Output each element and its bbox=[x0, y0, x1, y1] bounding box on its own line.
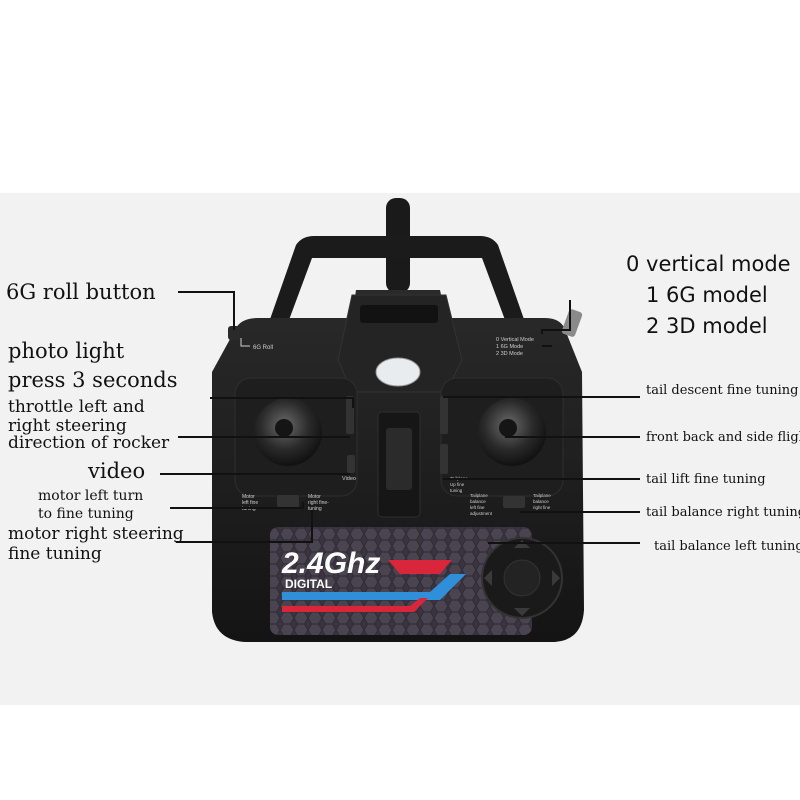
motor-left-tag-1: Motor bbox=[242, 494, 255, 500]
tail-lift-trim[interactable] bbox=[440, 444, 448, 474]
label-motor-right-2: fine tuning bbox=[8, 544, 102, 564]
label-photo-light-1: photo light bbox=[8, 339, 125, 363]
label-video: video bbox=[88, 459, 146, 483]
motor-right-tag-3: tuning bbox=[308, 506, 322, 512]
motor-left-trim[interactable] bbox=[277, 495, 299, 507]
label-mode-1: 1 6G model bbox=[646, 283, 768, 307]
tail-bal-right-tag-1: Tailplane bbox=[533, 493, 551, 498]
mode-tag-2: 2 3D Mode bbox=[496, 351, 523, 357]
panel-stripe-blue bbox=[282, 574, 466, 600]
label-tail-lift: tail lift fine tuning bbox=[646, 472, 766, 487]
label-throttle-3: direction of rocker bbox=[8, 433, 170, 453]
tail-balance-trim[interactable] bbox=[503, 496, 525, 508]
video-tag: Video bbox=[342, 476, 356, 482]
label-tail-balance-right: tail balance right tuning bbox=[646, 505, 800, 520]
label-mode-0: 0 vertical mode bbox=[626, 252, 791, 276]
leader-lines bbox=[160, 291, 640, 544]
motor-right-tag-1: Motor bbox=[308, 494, 321, 500]
roll-button[interactable] bbox=[228, 326, 240, 340]
d-pad-right-icon bbox=[552, 570, 560, 586]
label-roll-button: 6G roll button bbox=[6, 280, 156, 304]
mode-toggle-switch[interactable] bbox=[561, 308, 583, 337]
label-tail-descent: tail descent fine tuning bbox=[646, 383, 799, 398]
power-led bbox=[375, 357, 421, 387]
label-tail-balance-left: tail balance left tuning bbox=[654, 539, 800, 554]
panel-title: 2.4Ghz bbox=[281, 547, 380, 580]
motor-right-tag-2: right fine- bbox=[308, 500, 329, 506]
label-photo-light-2: press 3 seconds bbox=[8, 368, 178, 392]
tail-bal-left-tag-4: adjustment bbox=[470, 511, 493, 516]
d-pad-left-icon bbox=[484, 570, 492, 586]
label-motor-right-1: motor right steering bbox=[8, 524, 184, 544]
tail-bal-left-tag-2: balance bbox=[470, 499, 486, 504]
panel-sub: DIGITAL bbox=[285, 577, 332, 591]
motor-left-tag-2: left fine bbox=[242, 500, 258, 506]
label-front-back: front back and side flight bbox=[646, 430, 800, 445]
mode-tag-1: 1 6G Mode bbox=[496, 344, 523, 350]
tail-bal-left-tag-3: left fine bbox=[470, 505, 485, 510]
video-switch[interactable] bbox=[347, 455, 355, 473]
label-mode-2: 2 3D model bbox=[646, 314, 768, 338]
label-motor-left-1: motor left turn bbox=[38, 488, 144, 504]
center-switch[interactable] bbox=[386, 428, 412, 490]
tail-up-tag-3: tuning bbox=[450, 488, 463, 493]
mode-tag-0: 0 Vertical Mode bbox=[496, 337, 534, 343]
top-slot bbox=[360, 305, 438, 323]
panel-stripe-red-low bbox=[282, 598, 428, 612]
carry-handle bbox=[268, 236, 526, 328]
tail-descent-trim[interactable] bbox=[440, 396, 448, 434]
label-throttle-1: throttle left and bbox=[8, 397, 145, 417]
label-motor-left-2: to fine tuning bbox=[38, 506, 134, 522]
tail-bal-left-tag-1: Tailplane bbox=[470, 493, 488, 498]
tail-bal-right-tag-3: right fine bbox=[533, 505, 551, 510]
label-throttle-2: right steering bbox=[8, 416, 127, 436]
tail-bal-right-tag-2: balance bbox=[533, 499, 549, 504]
tail-up-tag-2: Up fine bbox=[450, 482, 465, 487]
panel-stripe-red bbox=[388, 560, 452, 574]
roll-tag: 6G Roll bbox=[253, 345, 273, 351]
d-pad-down-icon bbox=[514, 608, 530, 616]
